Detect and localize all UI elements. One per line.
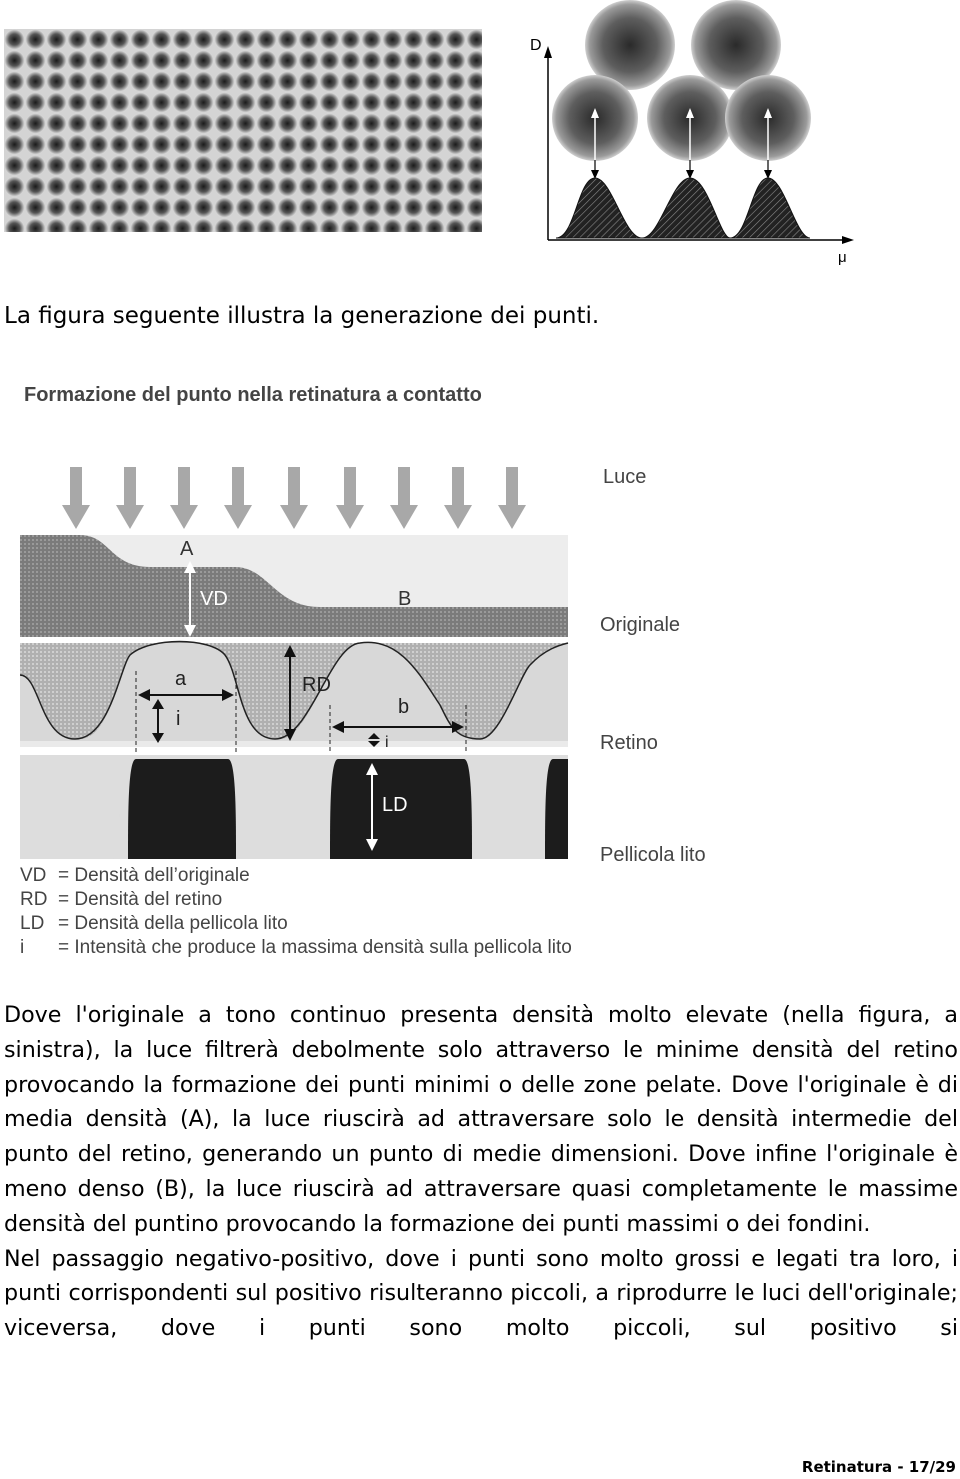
legend-abbr: LD bbox=[20, 913, 44, 934]
y-axis-label: D bbox=[530, 37, 542, 54]
label-RD: RD bbox=[302, 674, 331, 696]
figure-title: Formazione del punto nella retinatura a … bbox=[24, 384, 482, 406]
intro-text: La figura seguente illustra la generazio… bbox=[4, 303, 600, 329]
legend-desc: = Densità del retino bbox=[58, 889, 222, 910]
label-VD: VD bbox=[200, 588, 228, 610]
label-i: i bbox=[176, 708, 180, 730]
x-axis-label: μ bbox=[838, 249, 847, 265]
body-text: Dove l'originale a tono continuo present… bbox=[4, 998, 958, 1346]
legend-desc: = Densità dell’originale bbox=[58, 865, 250, 886]
legend-abbr: RD bbox=[20, 889, 47, 910]
legend-desc: = Densità della pellicola lito bbox=[58, 913, 288, 934]
label-A: A bbox=[180, 538, 194, 560]
label-LD: LD bbox=[382, 794, 408, 816]
label-B: B bbox=[398, 588, 411, 610]
label-film: Pellicola lito bbox=[600, 844, 706, 866]
light-arrow bbox=[62, 467, 90, 529]
legend-abbr: VD bbox=[20, 865, 46, 886]
legend-desc: = Intensità che produce la massima densi… bbox=[58, 937, 572, 958]
halftone-grid-image bbox=[4, 29, 482, 232]
label-b: b bbox=[398, 696, 409, 718]
label-screen: Retino bbox=[600, 732, 658, 754]
dot-formation-figure: Formazione del punto nella retinatura a … bbox=[19, 384, 706, 958]
page-footer: Retinatura - 17/29 bbox=[801, 1458, 956, 1476]
legend-abbr: i bbox=[20, 937, 24, 958]
label-a: a bbox=[175, 668, 187, 690]
svg-text:i: i bbox=[385, 734, 389, 751]
dot-density-diagram: D μ bbox=[530, 0, 854, 265]
paragraph: Dove l'originale a tono continuo present… bbox=[4, 1002, 958, 1237]
paragraph: Nel passaggio negativo-positivo, dove i … bbox=[4, 1245, 958, 1342]
label-original: Originale bbox=[600, 614, 680, 636]
label-light: Luce bbox=[603, 466, 646, 488]
